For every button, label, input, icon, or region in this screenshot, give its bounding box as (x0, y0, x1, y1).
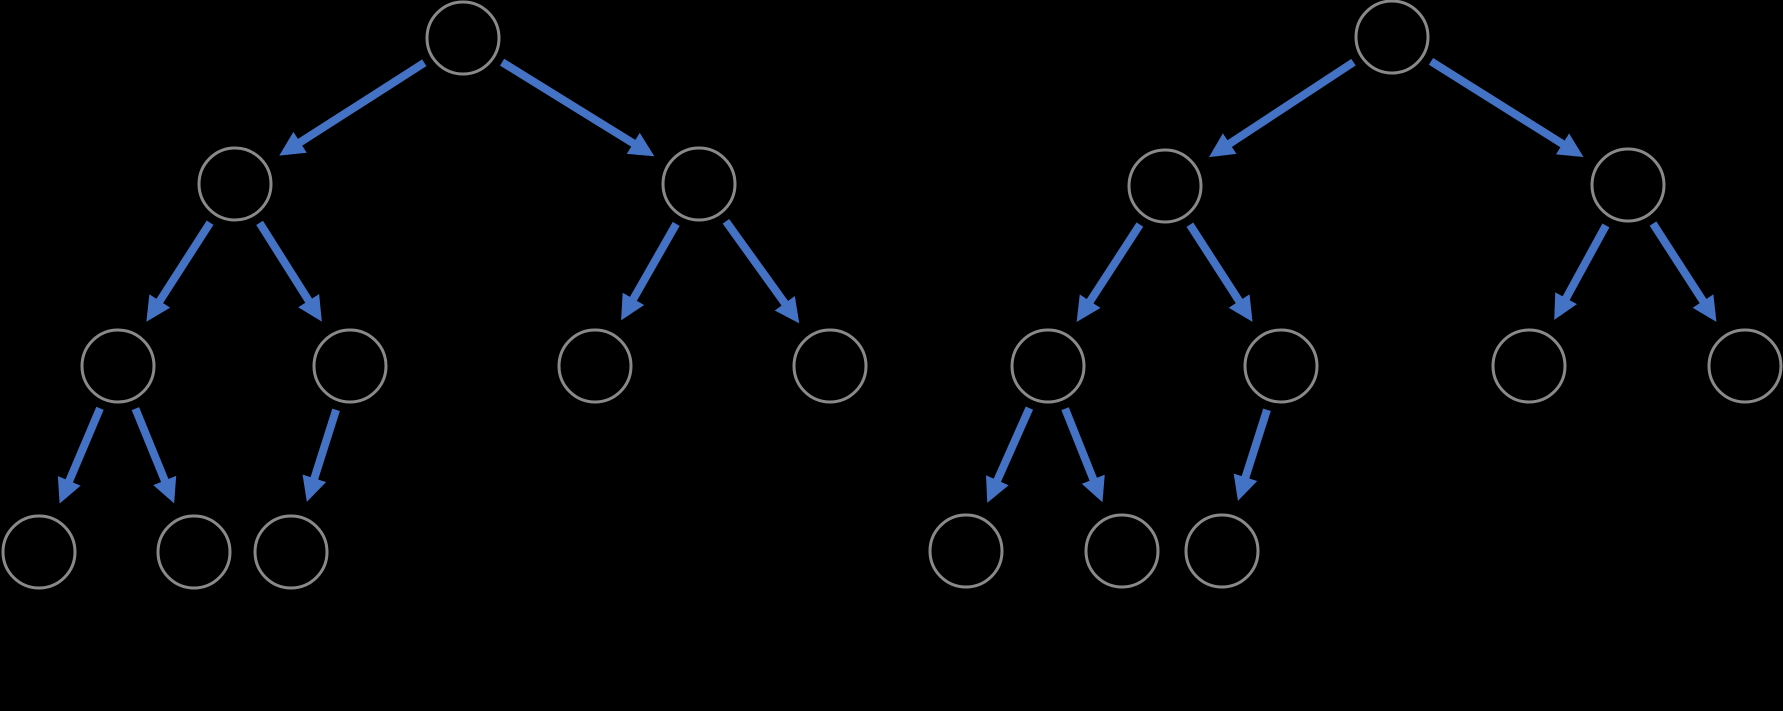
right-binary-tree (928, 0, 1783, 589)
left-binary-tree (1, 0, 868, 590)
edge-R-RR (722, 218, 800, 324)
tree-node-root (425, 0, 501, 76)
tree-node-LL (1010, 328, 1086, 404)
edge-LR-LRL (1233, 408, 1271, 501)
edge-root-L (1208, 58, 1356, 158)
edge-LL-LLL (57, 406, 104, 504)
tree-node-L (197, 146, 273, 222)
edge-R-RL (1554, 223, 1610, 320)
tree-node-LR (1243, 328, 1319, 404)
tree-node-LLL (1, 514, 77, 590)
edge-L-LR (1186, 222, 1253, 322)
edge-L-LL (146, 220, 214, 322)
tree-node-LRL (1184, 513, 1260, 589)
edge-root-R (1428, 58, 1584, 158)
edge-L-LL (1076, 222, 1144, 322)
tree-node-RL (1491, 328, 1567, 404)
edge-R-RR (1649, 221, 1717, 322)
edge-LR-LRL (302, 408, 340, 502)
edge-LL-LLR (131, 407, 177, 504)
edge-LL-LLL (986, 406, 1034, 503)
edge-L-LR (256, 220, 322, 322)
tree-node-LLR (1084, 513, 1160, 589)
edge-R-RL (621, 221, 680, 321)
tree-node-LR (312, 328, 388, 404)
tree-node-root (1354, 0, 1430, 75)
tree-node-LLL (928, 513, 1004, 589)
tree-node-L (1127, 148, 1203, 224)
edge-root-L (279, 59, 427, 156)
tree-node-RR (792, 328, 868, 404)
edge-LL-LLR (1061, 407, 1105, 503)
edge-root-R (499, 58, 655, 157)
tree-node-LL (80, 328, 156, 404)
tree-node-RR (1707, 328, 1783, 404)
tree-node-LLR (156, 514, 232, 590)
tree-node-R (661, 146, 737, 222)
tree-node-R (1590, 147, 1666, 223)
tree-node-LRL (253, 514, 329, 590)
tree-node-RL (557, 328, 633, 404)
